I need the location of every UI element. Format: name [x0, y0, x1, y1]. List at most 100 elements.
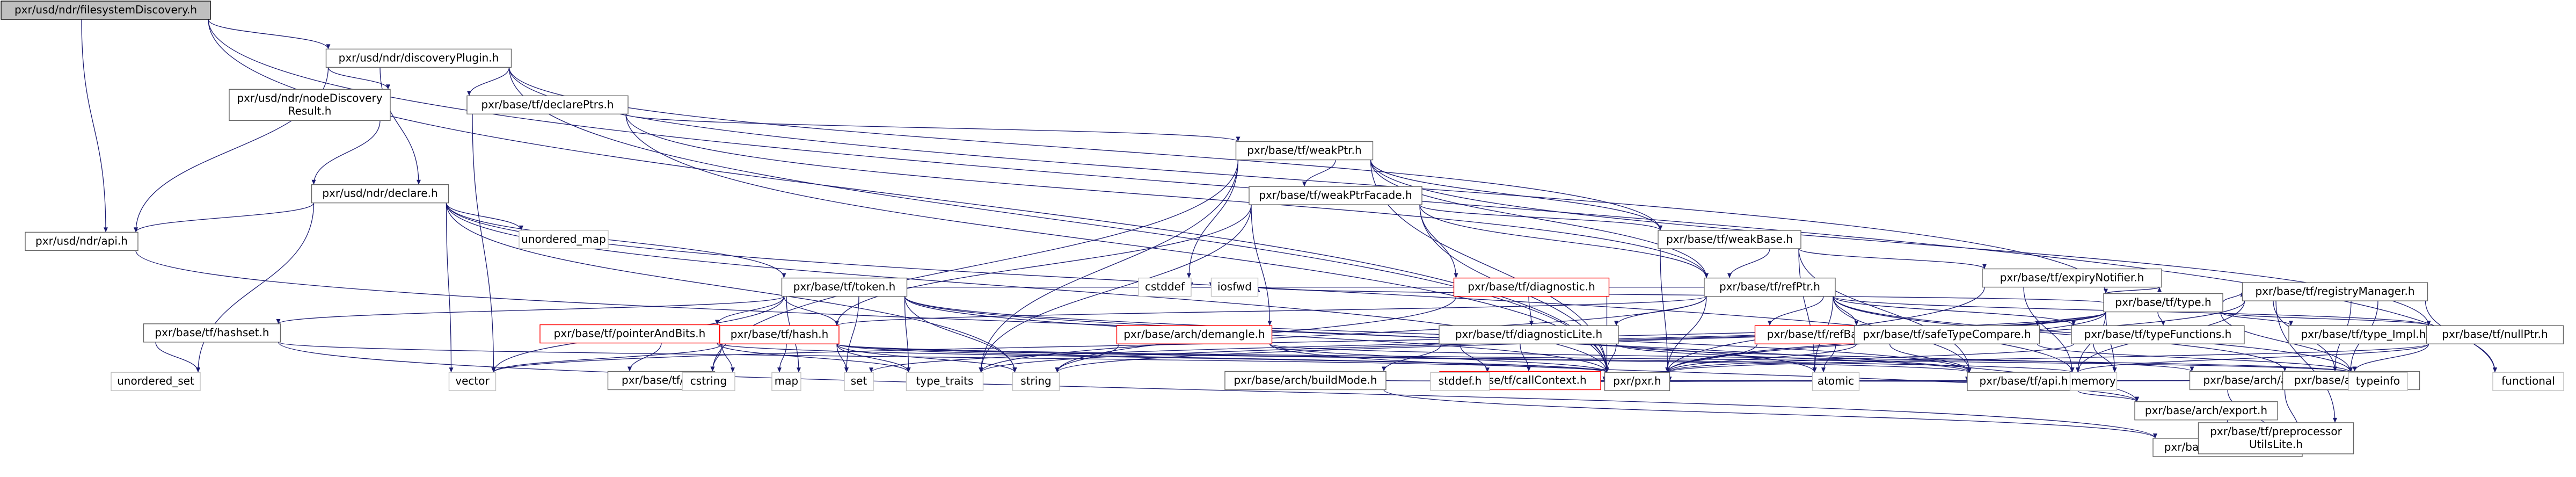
edge-arrowhead — [710, 366, 715, 372]
node-label: pxr/base/tf/weakPtr.h — [1247, 144, 1361, 157]
edge-discoveryPlugin-nodeDiscoveryResult — [327, 67, 389, 90]
node-box — [1604, 372, 1670, 391]
node-expiryNotifier[interactable]: pxr/base/tf/expiryNotifier.h — [1982, 268, 2162, 288]
node-box — [448, 372, 497, 391]
node-box — [1853, 325, 2040, 344]
node-box — [311, 184, 449, 204]
edge-token-type_traits — [904, 296, 909, 373]
node-refPtr[interactable]: pxr/base/tf/refPtr.h — [1704, 277, 1836, 297]
node-weakBase[interactable]: pxr/base/tf/weakBase.h — [1658, 230, 1801, 249]
edge-ndrDeclare-vector — [446, 203, 452, 373]
edge-arrowhead — [1982, 264, 1987, 269]
node-memory: memory — [2069, 372, 2118, 391]
edge-tfType-iosfwd — [1257, 286, 2104, 303]
edge-weakPtrFacade-diagnostic — [1419, 205, 1457, 278]
node-box — [2069, 372, 2118, 391]
node-label: pxr/base/tf/expiryNotifier.h — [2000, 271, 2144, 284]
node-box — [2288, 325, 2439, 344]
edge-weakPtr-weakBase — [1370, 160, 1661, 230]
node-nullPtr[interactable]: pxr/base/tf/nullPtr.h — [2426, 325, 2564, 344]
node-box — [325, 48, 512, 68]
node-label: pxr/base/tf/diagnostic.h — [1468, 280, 1595, 293]
edge-refPtr-hash — [836, 296, 1707, 326]
node-label: pxr/base/tf/type_Impl.h — [2301, 328, 2426, 341]
node-typeFunctions[interactable]: pxr/base/tf/typeFunctions.h — [2071, 325, 2245, 344]
node-safeTypeCompare[interactable]: pxr/base/tf/safeTypeCompare.h — [1853, 325, 2040, 344]
edge-declarePtrs-pxr — [625, 114, 1608, 373]
node-box — [844, 372, 874, 391]
edge-arrowhead — [134, 227, 138, 233]
node-box — [1249, 186, 1422, 205]
edge-arrowhead — [777, 367, 782, 373]
node-box — [2492, 372, 2564, 391]
edge-arrowhead — [1812, 367, 1817, 373]
edge-diagnosticLite-buildMode — [1383, 344, 1442, 372]
node-unordered_map: unordered_map — [519, 230, 609, 249]
node-weakPtrFacade[interactable]: pxr/base/tf/weakPtrFacade.h — [1249, 186, 1422, 205]
node-buildMode[interactable]: pxr/base/arch/buildMode.h — [1224, 371, 1386, 391]
node-label: functional — [2501, 374, 2555, 387]
node-tfApi[interactable]: pxr/base/tf/api.h — [1967, 372, 2081, 391]
edge-root-ndrApi — [81, 19, 106, 233]
edge-refPtr-type_traits — [980, 296, 1707, 373]
node-label: unordered_set — [117, 374, 194, 387]
node-label: pxr/base/tf/registryManager.h — [2255, 285, 2414, 298]
edge-hash-vector — [493, 343, 723, 373]
node-ndrDeclare[interactable]: pxr/usd/ndr/declare.h — [311, 184, 449, 204]
node-root[interactable]: pxr/usd/ndr/filesystemDiscovery.h — [1, 1, 211, 20]
node-diagnosticLite[interactable]: pxr/base/tf/diagnosticLite.h — [1439, 325, 1619, 344]
node-hashset[interactable]: pxr/base/tf/hashset.h — [143, 323, 281, 343]
node-archExport[interactable]: pxr/base/arch/export.h — [2134, 401, 2278, 421]
node-box — [1012, 372, 1060, 391]
node-label: pxr/base/tf/typeFunctions.h — [2084, 328, 2232, 341]
node-ndrApi[interactable]: pxr/usd/ndr/api.h — [25, 232, 138, 251]
node-label: pxr/base/arch/buildMode.h — [1234, 373, 1377, 386]
node-box — [781, 277, 908, 297]
edge-hash-tfApi — [836, 343, 1970, 373]
edge-arrowhead — [1236, 136, 1240, 142]
edge-ndrDeclare-token — [446, 203, 785, 278]
node-hash[interactable]: pxr/base/tf/hash.h — [719, 325, 840, 344]
node-box — [466, 95, 629, 115]
node-label: pxr/base/tf/api.h — [1979, 374, 2068, 387]
node-label: type_traits — [916, 374, 974, 387]
edge-hashset-unordered_set — [155, 342, 199, 373]
node-label: pxr/usd/ndr/filesystemDiscovery.h — [14, 3, 197, 16]
node-demangle[interactable]: pxr/base/arch/demangle.h — [1116, 325, 1273, 344]
edge-arrowhead — [1727, 273, 1732, 278]
node-label: typeinfo — [2356, 374, 2400, 387]
edge-declarePtrs-weakPtr — [625, 113, 1239, 142]
node-label: memory — [2071, 374, 2116, 387]
node-diagnostic[interactable]: pxr/base/tf/diagnostic.h — [1453, 277, 1610, 297]
node-box — [2426, 325, 2564, 344]
edge-arrowhead — [835, 321, 839, 326]
node-pointerAndBits[interactable]: pxr/base/tf/pointerAndBits.h — [539, 324, 720, 344]
edge-arrowhead — [1821, 367, 1826, 373]
node-atomic: atomic — [1812, 372, 1860, 391]
node-registryManager[interactable]: pxr/base/tf/registryManager.h — [2242, 282, 2428, 301]
node-token[interactable]: pxr/base/tf/token.h — [781, 277, 908, 297]
node-box — [1982, 268, 2162, 288]
edge-diagnosticLite-tfApi — [1616, 343, 1970, 373]
edge-nullPtr-attributes — [2354, 344, 2429, 372]
edge-declarePtrs-vector — [472, 114, 494, 373]
edge-tfType-nullPtr — [2220, 311, 2429, 326]
node-typeImpl[interactable]: pxr/base/tf/type_Impl.h — [2288, 325, 2439, 344]
edge-arrowhead — [519, 225, 523, 230]
edge-arrowhead — [1454, 273, 1458, 278]
node-declarePtrs[interactable]: pxr/base/tf/declarePtrs.h — [466, 95, 629, 115]
node-weakPtr[interactable]: pxr/base/tf/weakPtr.h — [1235, 141, 1374, 161]
edge-weakBase-expiryNotifier — [1798, 248, 1985, 270]
node-box — [1439, 325, 1619, 344]
edge-arrowhead — [326, 44, 331, 49]
node-tfType[interactable]: pxr/base/tf/type.h — [2103, 293, 2223, 313]
node-discoveryPlugin[interactable]: pxr/usd/ndr/discoveryPlugin.h — [325, 48, 512, 68]
edge-arrowhead — [449, 367, 454, 373]
edge-arrowhead — [1854, 321, 1859, 326]
node-pxr[interactable]: pxr/pxr.h — [1604, 372, 1670, 391]
edge-arrowhead — [869, 367, 873, 373]
node-label: pxr/pxr.h — [1613, 374, 1661, 387]
